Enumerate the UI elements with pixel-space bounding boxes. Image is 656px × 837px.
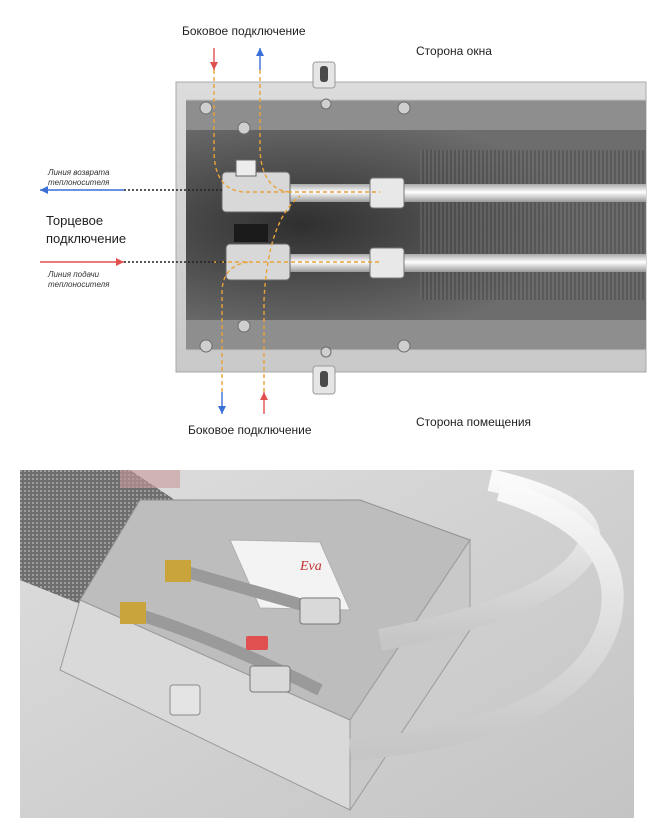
end-connection-label-line1: Торцевое [46,213,104,228]
photo-illustration: Eva [20,470,634,818]
brand-logo: Eva [299,559,322,574]
ball-valve-photo [249,665,291,693]
supply-hose [349,479,624,761]
side-connection-bottom-label: Боковое подключение [188,423,312,437]
floor-bracket [169,684,201,716]
return-arrow-top [256,48,264,56]
room-side-label: Сторона помещения [416,415,532,429]
return-line-label-line1: Линия возврата [48,168,110,177]
convector-housing [175,81,647,373]
return-arrow-bottom [218,406,226,414]
return-valve-photo [299,597,341,625]
window-side-label: Сторона окна [416,44,492,58]
mounting-bolts [199,98,411,358]
mounting-bracket-top [312,61,336,89]
top-schematic [40,48,647,414]
supply-pipe [290,247,646,279]
end-connection-label-line2: подключение [46,231,127,246]
brass-fitting-top [165,560,191,582]
return-line-label-line2: теплоносителя [48,178,110,187]
supply-arrow-top [210,62,218,70]
side-connection-top-label: Боковое подключение [182,24,306,38]
return-line-label: Линия возврата теплоносителя [48,168,109,188]
brass-fitting-bottom [120,602,146,624]
supply-arrow-bottom [260,392,268,400]
flow-arrows [40,48,268,414]
supply-line-label-line2: теплоносителя [48,280,110,289]
return-arrow-left [40,186,48,194]
convector-photo: Eva [20,470,634,818]
heat-exchanger-fins [420,150,646,300]
end-connection-label: Торцевое подключение [46,212,126,248]
connection-paths [124,70,380,392]
supply-arrow-left [116,258,124,266]
return-pipe [290,177,646,209]
supply-line-label: Линия подачи теплоносителя [48,270,109,290]
mounting-bracket-bottom [312,365,336,395]
red-valve-handle [246,636,268,650]
supply-line-label-line1: Линия подачи [48,270,100,279]
red-cap [120,470,180,488]
inner-supply-pipe [138,609,323,696]
